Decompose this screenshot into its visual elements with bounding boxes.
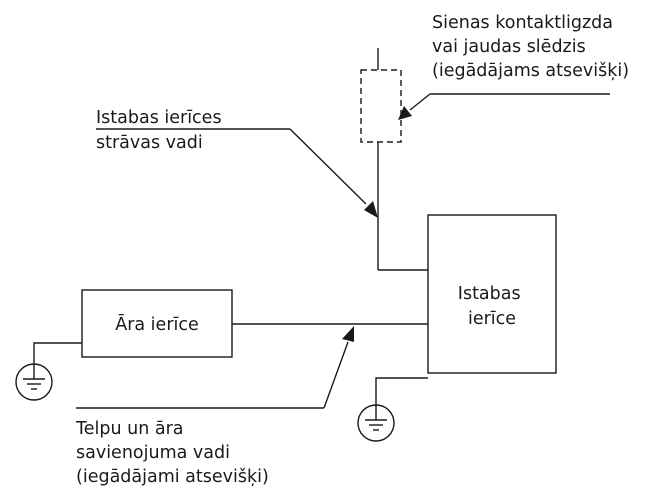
arrowhead-icon — [398, 106, 412, 120]
indoor-power-wires-label: Istabas ierīces strāvas vadi — [96, 108, 227, 153]
indoor-power-wires-leader — [96, 128, 378, 218]
connection-wires-leader — [76, 326, 354, 409]
wall-switch-label-line-1: Sienas kontaktligzda — [432, 13, 613, 33]
indoor-unit-label-line-2: ierīce — [468, 309, 516, 329]
connection-wires-label-line-3: (iegādājami atsevišķi) — [76, 467, 269, 487]
outdoor-unit-box — [81, 289, 233, 358]
arrowhead-icon — [364, 201, 378, 218]
indoor-ground — [357, 377, 428, 442]
indoor-unit-label-line-1: Istabas — [458, 284, 521, 304]
wall-switch-label-line-3: (iegādājams atsevišķi) — [432, 61, 629, 81]
wall-switch — [360, 48, 402, 270]
connection-wires-label-line-2: savienojuma vadi — [76, 443, 230, 463]
indoor-unit-label: Istabas ierīce — [458, 284, 526, 329]
ground-symbol-icon — [357, 404, 395, 442]
indoor-unit-box — [427, 214, 557, 374]
connection-wires-label-line-1: Telpu un āra — [75, 419, 184, 439]
wall-switch-label: Sienas kontaktligzda vai jaudas slēdzis … — [432, 13, 629, 81]
arrowhead-icon — [342, 326, 354, 342]
indoor-power-wires-label-line-2: strāvas vadi — [96, 133, 203, 153]
wall-switch-label-line-2: vai jaudas slēdzis — [432, 37, 586, 57]
ground-symbol-icon — [15, 363, 53, 401]
outdoor-unit-label: Āra ierīce — [115, 313, 199, 335]
wall-switch-leader — [398, 93, 610, 120]
outdoor-ground — [15, 342, 82, 401]
connection-wires-label: Telpu un āra savienojuma vadi (iegādājam… — [75, 419, 269, 487]
indoor-power-wires-label-line-1: Istabas ierīces — [96, 108, 222, 128]
